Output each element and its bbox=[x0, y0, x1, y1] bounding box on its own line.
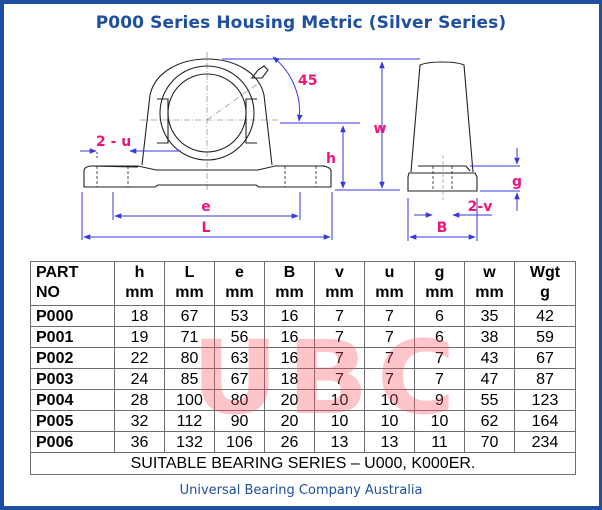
company-name: Universal Bearing Company Australia bbox=[179, 483, 423, 498]
label-length: L bbox=[202, 220, 211, 236]
front-dimensions bbox=[80, 56, 420, 240]
housing-diagram: 45 2 - u h e L w g 2-v B bbox=[80, 52, 522, 241]
label-bolt-hole: 2 - u bbox=[96, 134, 131, 150]
label-bolt-centers: e bbox=[201, 199, 211, 215]
front-view bbox=[83, 52, 332, 190]
label-height: h bbox=[326, 151, 336, 167]
label-angle: 45 bbox=[298, 73, 317, 89]
table-footer-row: SUITABLE BEARING SERIES – U000, K000ER. bbox=[30, 452, 576, 475]
label-total-height: w bbox=[374, 121, 387, 137]
suitable-bearing-note: SUITABLE BEARING SERIES – U000, K000ER. bbox=[30, 452, 576, 475]
page-title: P000 Series Housing Metric (Silver Serie… bbox=[95, 13, 507, 33]
label-width: B bbox=[437, 220, 448, 236]
side-view bbox=[407, 61, 478, 200]
label-base-thickness: g bbox=[512, 174, 522, 190]
side-dimensions bbox=[407, 148, 520, 241]
label-bolt-slot: 2-v bbox=[468, 199, 493, 215]
